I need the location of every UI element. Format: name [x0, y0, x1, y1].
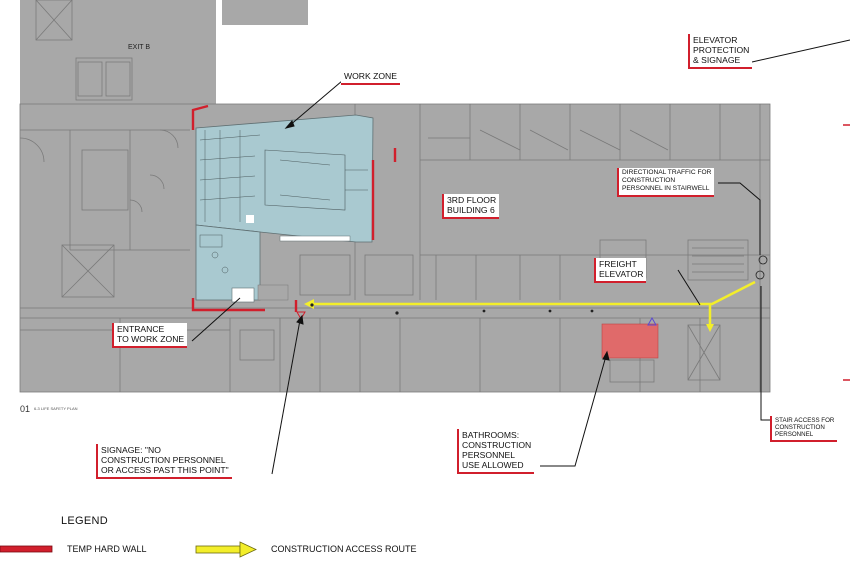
callout-elevator-protection: ELEVATOR PROTECTION & SIGNAGE: [688, 34, 753, 69]
callout-bathrooms: BATHROOMS: CONSTRUCTION PERSONNEL USE AL…: [457, 429, 535, 474]
legend-title: LEGEND: [61, 515, 109, 527]
exit-label: EXIT B: [128, 44, 151, 51]
bathroom-area: [601, 316, 659, 359]
legend-temp-wall-label: TEMP HARD WALL: [67, 544, 147, 554]
construction-access-route: [304, 255, 768, 332]
temp-hard-walls: [191, 104, 397, 312]
work-zone-area: [195, 114, 374, 303]
callout-work-zone: WORK ZONE: [341, 70, 400, 85]
callout-stair-access: STAIR ACCESS FOR CONSTRUCTION PERSONNEL: [770, 416, 838, 442]
callout-floor-building: 3RD FLOOR BUILDING 6: [442, 194, 500, 219]
legend-symbols: [0, 541, 257, 558]
margin-marks: [843, 124, 850, 381]
legend-route-label: CONSTRUCTION ACCESS ROUTE: [271, 544, 417, 554]
leader-lines: [191, 39, 850, 475]
legend-temp-wall-swatch: [0, 545, 53, 553]
callout-entrance: ENTRANCE TO WORK ZONE: [112, 323, 188, 348]
callout-signage: SIGNAGE: "NO CONSTRUCTION PERSONNEL OR A…: [96, 444, 232, 479]
signage-marker: [296, 311, 306, 321]
callout-freight-elevator: FREIGHT ELEVATOR: [594, 258, 647, 283]
legend-route-arrow: [195, 541, 257, 558]
sheet-title: 6-3 LIFE SAFETY PLAN: [34, 406, 78, 411]
sheet-number: 01: [20, 404, 31, 414]
callout-directional-traffic: DIRECTIONAL TRAFFIC FOR CONSTRUCTION PER…: [617, 168, 715, 197]
